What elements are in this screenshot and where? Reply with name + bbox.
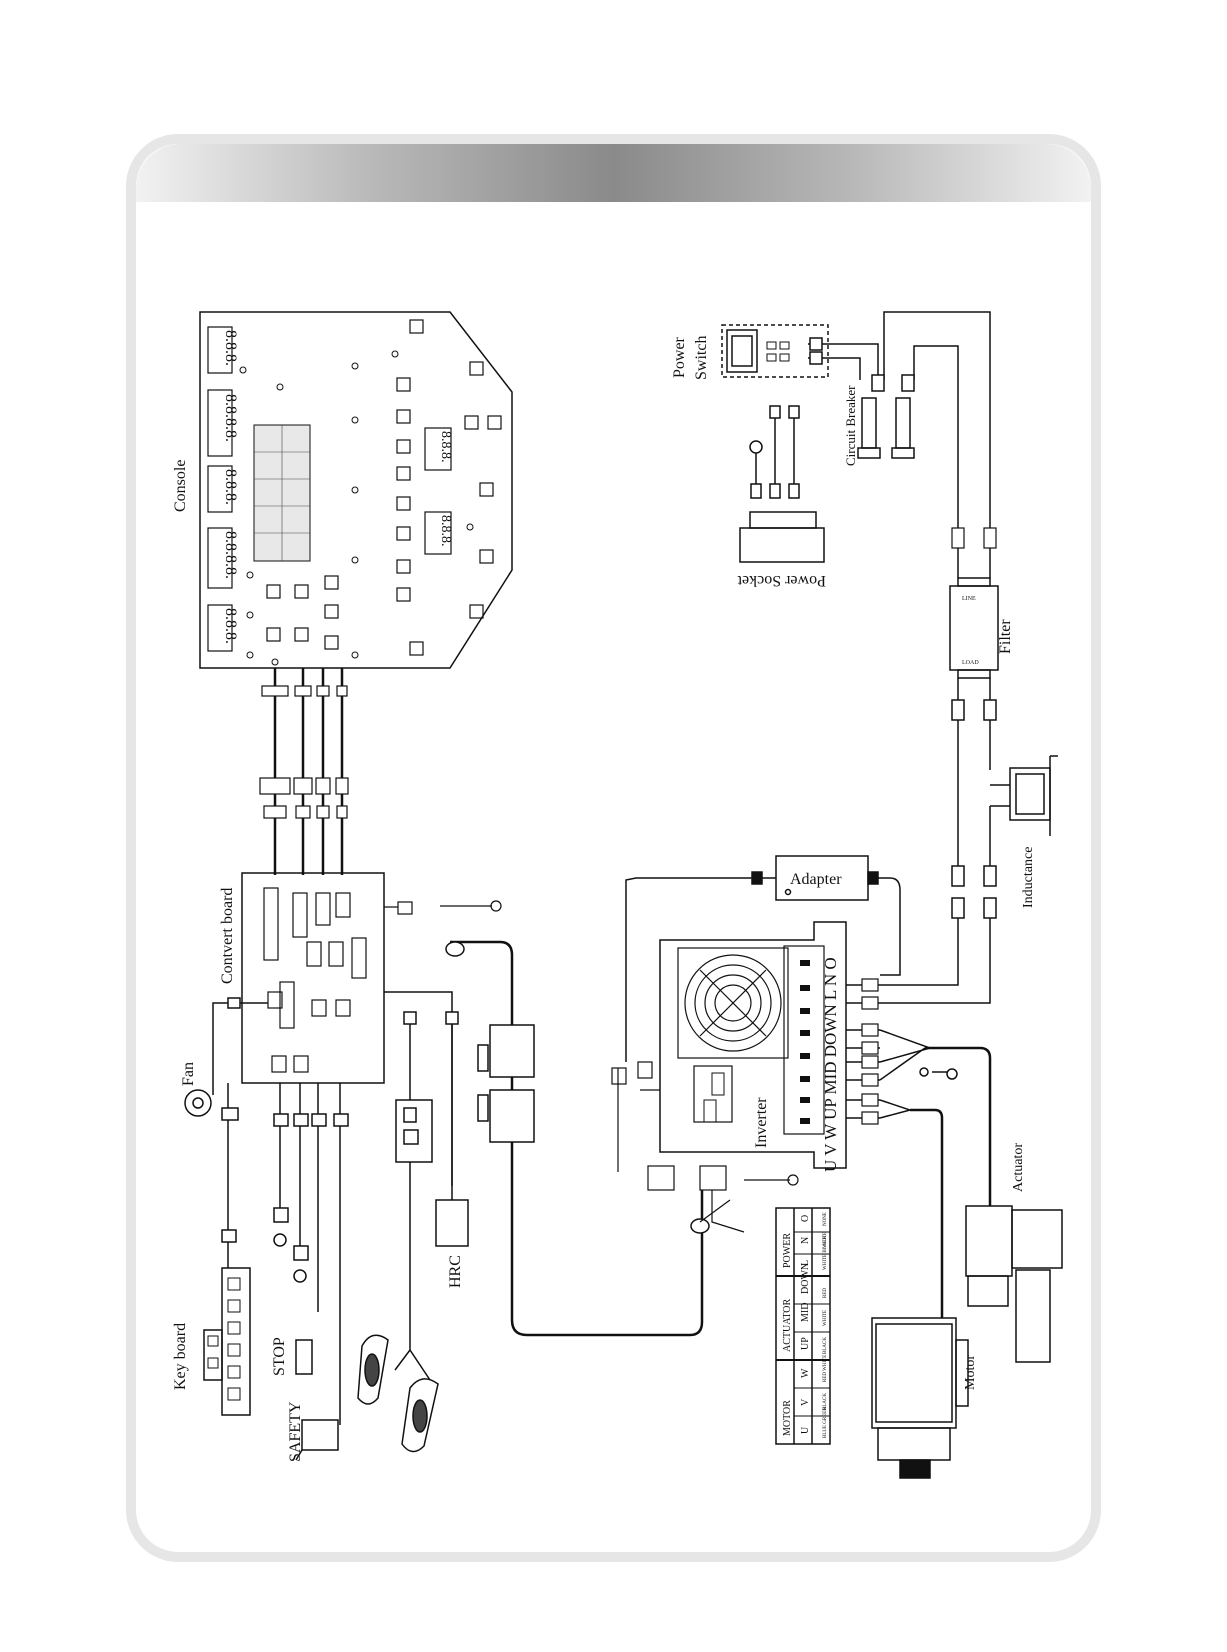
table-wire-color: BLUE GREEN bbox=[823, 1407, 828, 1438]
power-switch bbox=[721, 324, 829, 378]
cable-connectors bbox=[259, 685, 349, 819]
inductance-label: Inductance bbox=[1021, 847, 1036, 908]
table-group-header: POWER bbox=[782, 1233, 793, 1268]
table-group-header: MOTOR bbox=[782, 1400, 793, 1436]
actuator-label: Actuator bbox=[1011, 1143, 1026, 1192]
table-wire-color: WHITE bbox=[823, 1310, 828, 1326]
safety-label: SAFETY bbox=[287, 1401, 304, 1462]
power-switch-label-line2: Switch bbox=[693, 336, 710, 380]
fan-grille bbox=[677, 947, 789, 1059]
main-cable bbox=[450, 940, 704, 1337]
inverter bbox=[659, 921, 847, 1169]
dot-matrix-display bbox=[253, 424, 311, 562]
convert-board-label: Contvert board bbox=[219, 888, 236, 984]
table-wire-color: BLACK bbox=[823, 1337, 828, 1354]
display-readout: 8.8.8.8. bbox=[222, 531, 239, 579]
console-buttons bbox=[266, 319, 502, 656]
table-wire-color: RED WHITE bbox=[823, 1355, 828, 1382]
console-board: 8.8.8. 8.8.8.8. 8.8.8. 8.8.8.8. 8.8.8. 8… bbox=[199, 311, 513, 669]
wiring-table bbox=[775, 1207, 831, 1445]
table-terminal: UP bbox=[800, 1337, 811, 1350]
hrc-label: HRC bbox=[447, 1255, 464, 1288]
circuit-breaker-label: Circuit Breaker bbox=[843, 385, 858, 466]
console-display-small bbox=[424, 427, 452, 471]
hrc-module bbox=[384, 991, 469, 1381]
power-switch-label-line1: Power bbox=[671, 336, 688, 378]
stop-safety-wiring bbox=[273, 1083, 349, 1461]
inverter-terminal-wires bbox=[846, 984, 933, 1119]
adapter-label: Adapter bbox=[790, 871, 842, 888]
console-display-small bbox=[424, 511, 452, 555]
hand-grip-sensor bbox=[357, 1334, 439, 1453]
stop-label: STOP bbox=[271, 1337, 288, 1376]
motor bbox=[871, 1108, 969, 1479]
table-terminal: U bbox=[800, 1426, 811, 1434]
table-wire-color: RED bbox=[823, 1288, 828, 1298]
motor-label: Motor bbox=[963, 1355, 978, 1390]
console-displays: 8.8.8. 8.8.8.8. 8.8.8. 8.8.8.8. 8.8.8. bbox=[207, 326, 239, 652]
fan-label: Fan bbox=[180, 1062, 197, 1086]
table-terminal: DOWN bbox=[800, 1263, 811, 1294]
convert-board bbox=[241, 872, 385, 1084]
table-group-header: ACTUATOR bbox=[782, 1299, 793, 1352]
mounting-holes bbox=[239, 350, 474, 666]
display-readout: 8.8.8.8. bbox=[222, 394, 239, 442]
header-bar bbox=[136, 144, 1091, 202]
actuator bbox=[919, 1046, 1063, 1363]
table-wire-color: WHITE BLACK bbox=[823, 1235, 828, 1270]
table-terminal: O bbox=[800, 1215, 811, 1222]
table-terminal: L bbox=[800, 1260, 811, 1266]
display-readout: 8.8.8. bbox=[222, 469, 239, 505]
filter-load-label: LOAD bbox=[962, 660, 979, 666]
table-terminal: W bbox=[800, 1368, 811, 1378]
key-board bbox=[203, 1083, 251, 1416]
fan-grille bbox=[684, 954, 782, 1052]
table-terminal: V bbox=[800, 1398, 811, 1406]
inverter-terminal-slots bbox=[800, 960, 810, 1124]
filter-input-lugs bbox=[951, 527, 997, 549]
circuit-breaker bbox=[808, 311, 991, 540]
power-socket-label: Power Socket bbox=[737, 572, 826, 589]
table-terminal: MID bbox=[800, 1303, 811, 1322]
filter-label: Filter bbox=[997, 619, 1014, 654]
inverter-terminal-labels: U V W UP MID DOWN L N O bbox=[821, 957, 840, 1172]
display-readout: 8.8.8. bbox=[438, 515, 453, 547]
display-readout: 8.8.8. bbox=[438, 431, 453, 463]
adapter bbox=[625, 855, 901, 1062]
display-readout: 8.8.8. bbox=[222, 330, 239, 366]
filter-line-label: LINE bbox=[962, 596, 976, 602]
table-terminal: N bbox=[800, 1237, 811, 1244]
terminal-lugs bbox=[861, 978, 879, 1125]
inverter-connectors bbox=[611, 1061, 799, 1233]
key-board-label: Key board bbox=[172, 1323, 189, 1390]
table-wire-color: NONE bbox=[823, 1212, 828, 1226]
console-label: Console bbox=[172, 460, 189, 512]
display-readout: 8.8.8. bbox=[222, 608, 239, 644]
ground-symbol bbox=[384, 900, 502, 915]
fan bbox=[184, 997, 268, 1117]
power-socket bbox=[739, 405, 825, 563]
inverter-label: Inverter bbox=[753, 1097, 770, 1148]
table-wire-color: WHITE bbox=[823, 1232, 828, 1248]
inductance bbox=[880, 755, 1058, 1004]
table-wire-color: BLACK bbox=[823, 1393, 828, 1410]
ferrite-cores bbox=[445, 941, 710, 1234]
console-cables bbox=[273, 668, 344, 875]
filter bbox=[949, 548, 999, 870]
